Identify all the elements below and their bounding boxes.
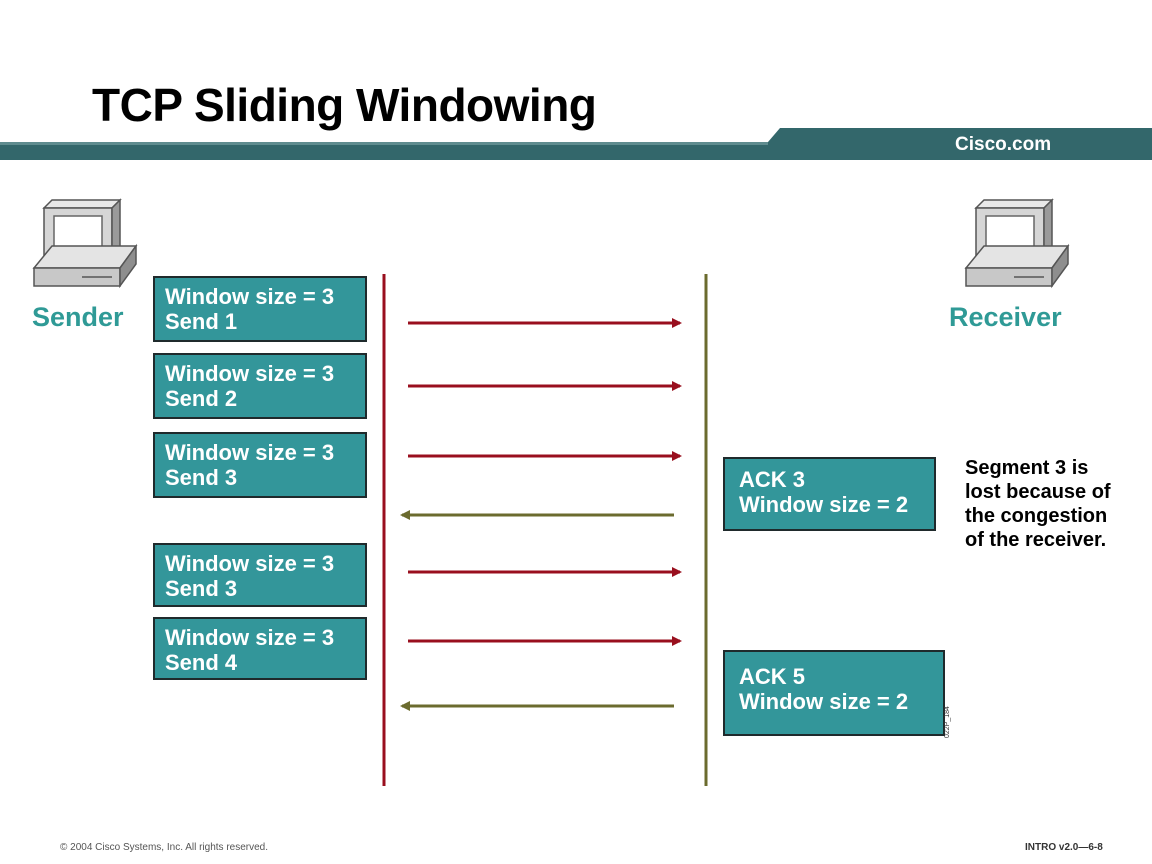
sender-label: Sender	[32, 302, 124, 332]
cisco-brand-label: Cisco.com	[955, 134, 1052, 155]
congestion-note: Segment 3 is lost because of the congest…	[965, 456, 1111, 552]
send-text: Send 3	[165, 576, 238, 601]
sender-segment-box: Window size = 3 Send 3	[153, 432, 367, 498]
computer-icon	[964, 198, 1070, 289]
window-size-text: Window size = 3	[165, 625, 335, 650]
course-footer: INTRO v2.0—6-8	[1025, 842, 1103, 853]
note-line: of the receiver.	[965, 529, 1107, 551]
sender-segment-box: Window size = 3 Send 4	[153, 617, 367, 680]
send-text: Send 1	[165, 309, 238, 334]
window-size-text: Window size = 3	[165, 361, 335, 386]
send-text: Send 3	[165, 465, 238, 490]
copyright-footer: © 2004 Cisco Systems, Inc. All rights re…	[60, 842, 269, 853]
figure-id: 022P_184	[944, 706, 951, 738]
computer-icon	[32, 198, 138, 289]
send-text: Send 2	[165, 386, 238, 411]
window-size-text: Window size = 2	[739, 492, 909, 517]
receiver-label: Receiver	[949, 302, 1062, 332]
header-banner	[0, 128, 1152, 160]
note-line: the congestion	[965, 505, 1108, 527]
sender-segment-box: Window size = 3 Send 1	[153, 276, 367, 342]
note-line: Segment 3 is	[965, 457, 1089, 479]
window-size-text: Window size = 3	[165, 440, 335, 465]
window-size-text: Window size = 2	[739, 689, 909, 714]
window-size-text: Window size = 3	[165, 551, 335, 576]
ack-text: ACK 5	[739, 664, 806, 689]
receiver-ack-box: ACK 3 Window size = 2	[723, 457, 936, 531]
receiver-ack-box: ACK 5 Window size = 2	[723, 650, 945, 736]
ack-text: ACK 3	[739, 467, 806, 492]
sender-segment-box: Window size = 3 Send 2	[153, 353, 367, 419]
page-title: TCP Sliding Windowing	[92, 79, 597, 131]
window-size-text: Window size = 3	[165, 284, 335, 309]
note-line: lost because of	[965, 481, 1111, 503]
send-text: Send 4	[165, 650, 238, 675]
sender-segment-box: Window size = 3 Send 3	[153, 543, 367, 607]
